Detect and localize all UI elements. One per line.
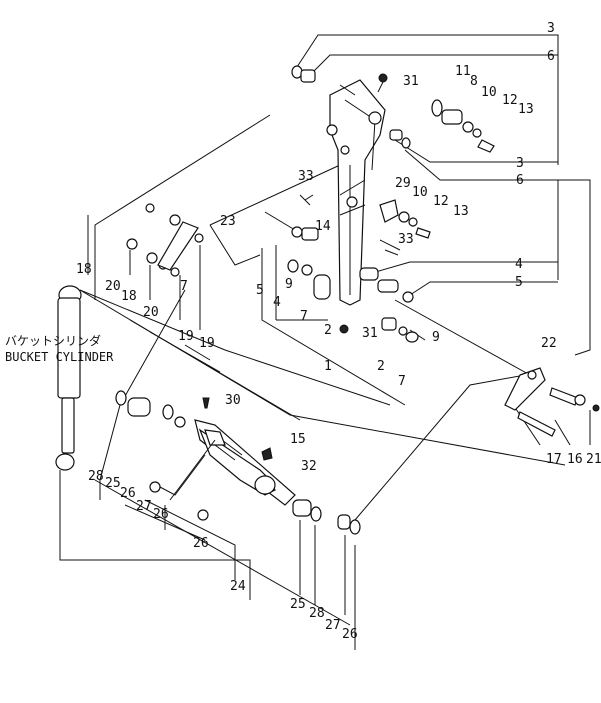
callout-32: 32 bbox=[301, 459, 317, 474]
callout-26b: 26 bbox=[153, 507, 169, 522]
callout-4: 4 bbox=[515, 257, 523, 272]
callout-7: 7 bbox=[300, 309, 308, 324]
callout-10: 10 bbox=[481, 85, 497, 100]
callout-27: 27 bbox=[136, 499, 152, 514]
callout-3: 3 bbox=[547, 21, 555, 36]
callout-11: 11 bbox=[455, 64, 471, 79]
callout-17: 17 bbox=[546, 452, 562, 467]
hardware bbox=[126, 65, 600, 437]
callout-9: 9 bbox=[285, 277, 293, 292]
callout-13: 13 bbox=[518, 102, 534, 117]
callout-8: 8 bbox=[470, 74, 478, 89]
callout-31: 31 bbox=[403, 74, 419, 89]
caption-en: BUCKET CYLINDER bbox=[5, 350, 114, 364]
callout-5b: 5 bbox=[256, 283, 264, 298]
leader-lines bbox=[59, 34, 591, 650]
callout-12: 12 bbox=[502, 93, 518, 108]
caption-jp: バケットシリンダ bbox=[5, 333, 101, 348]
callout-7c: 7 bbox=[398, 374, 406, 389]
callout-29: 29 bbox=[395, 176, 411, 191]
callout-20b: 20 bbox=[143, 305, 159, 320]
callout-6b: 6 bbox=[516, 173, 524, 188]
callout-2b: 2 bbox=[377, 359, 385, 374]
callout-24: 24 bbox=[230, 579, 246, 594]
callout-14: 14 bbox=[315, 219, 331, 234]
callouts: 3 6 31 11 8 10 12 13 3 6 33 29 10 12 13 … bbox=[76, 21, 601, 642]
callout-2: 2 bbox=[324, 323, 332, 338]
callout-26c: 26 bbox=[193, 536, 209, 551]
callout-5: 5 bbox=[515, 275, 523, 290]
callout-26d: 26 bbox=[342, 627, 358, 642]
callout-26: 26 bbox=[120, 486, 136, 501]
callout-4b: 4 bbox=[273, 295, 281, 310]
bucket-cylinder-exploded bbox=[115, 390, 361, 535]
callout-15: 15 bbox=[290, 432, 306, 447]
callout-22: 22 bbox=[541, 336, 557, 351]
callout-19: 19 bbox=[178, 329, 194, 344]
callout-9b: 9 bbox=[432, 330, 440, 345]
callout-27b: 27 bbox=[325, 618, 341, 633]
callout-1: 1 bbox=[324, 359, 332, 374]
callout-33b: 33 bbox=[398, 232, 414, 247]
callout-28: 28 bbox=[88, 469, 104, 484]
callout-20: 20 bbox=[105, 279, 121, 294]
callout-25: 25 bbox=[105, 476, 121, 491]
callout-33: 33 bbox=[298, 169, 314, 184]
callout-6: 6 bbox=[547, 49, 555, 64]
callout-31b: 31 bbox=[362, 326, 378, 341]
callout-12b: 12 bbox=[433, 194, 449, 209]
callout-13b: 13 bbox=[453, 204, 469, 219]
arm-bracket bbox=[326, 79, 386, 306]
callout-18: 18 bbox=[76, 262, 92, 277]
callout-10b: 10 bbox=[412, 185, 428, 200]
callout-21: 21 bbox=[586, 452, 601, 467]
callout-7b: 7 bbox=[180, 279, 188, 294]
callout-28b: 28 bbox=[309, 606, 325, 621]
callout-23: 23 bbox=[220, 214, 236, 229]
callout-18b: 18 bbox=[121, 289, 137, 304]
callout-30: 30 bbox=[225, 393, 241, 408]
callout-25b: 25 bbox=[290, 597, 306, 612]
callout-19b: 19 bbox=[199, 336, 215, 351]
callout-3b: 3 bbox=[516, 156, 524, 171]
bucket-cylinder-small bbox=[55, 285, 82, 471]
callout-16: 16 bbox=[567, 452, 583, 467]
